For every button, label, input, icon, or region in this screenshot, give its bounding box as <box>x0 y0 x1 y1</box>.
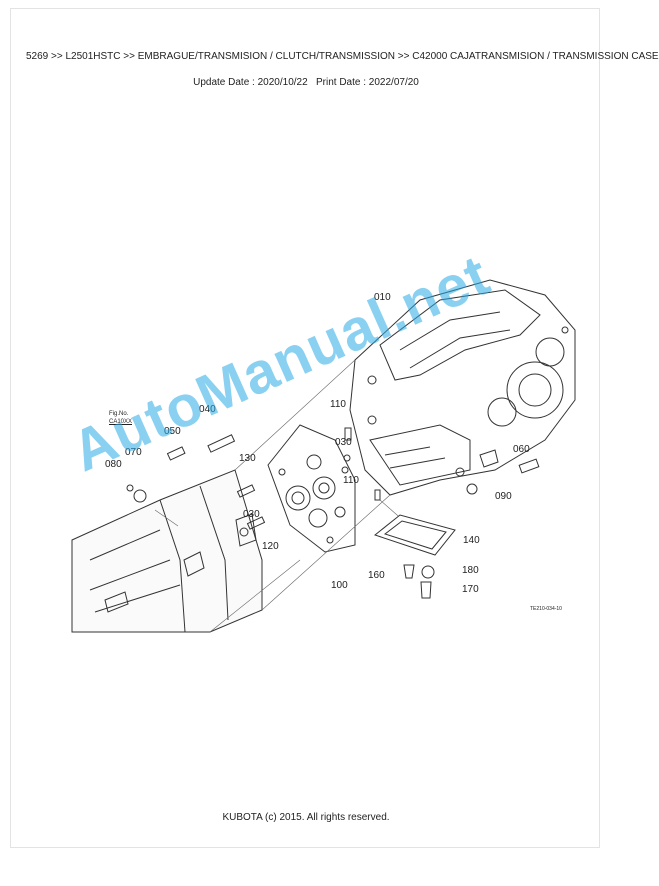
callout-160: 160 <box>368 570 385 581</box>
plug-070-drawing <box>133 489 147 503</box>
footer-copyright: KUBOTA (c) 2015. All rights reserved. <box>222 812 390 823</box>
bolt-120-drawing <box>246 516 266 530</box>
case-cover-drawing <box>267 424 356 553</box>
date-line: Update Date : 2020/10/22 Print Date : 20… <box>0 77 612 88</box>
oil-pan-drawing <box>373 514 456 556</box>
plug-170-drawing <box>420 581 432 599</box>
update-date: Update Date : 2020/10/22 <box>193 77 308 88</box>
bolt-050-drawing <box>166 446 186 461</box>
leader-lines <box>154 359 406 633</box>
bolt-060-drawing <box>518 458 540 474</box>
figure-reference: Fig.No. CA10XX <box>109 410 132 426</box>
transmission-case-drawing <box>349 279 576 496</box>
callout-040: 040 <box>199 404 216 415</box>
pin-030-drawing <box>239 527 249 537</box>
breadcrumb: 5269 >> L2501HSTC >> EMBRAGUE/TRANSMISIO… <box>26 51 659 62</box>
stud-040-drawing <box>207 434 236 453</box>
callout-170: 170 <box>462 584 479 595</box>
plug-090-drawing <box>466 483 478 495</box>
washer-080-drawing <box>126 484 134 492</box>
callout-180: 180 <box>462 565 479 576</box>
callout-010: 010 <box>374 292 391 303</box>
drawing-code: TE210-034-10 <box>530 606 562 612</box>
callout-060: 060 <box>513 444 530 455</box>
callout-050: 050 <box>164 426 181 437</box>
callout-070: 070 <box>125 447 142 458</box>
callout-100: 100 <box>331 580 348 591</box>
callout-030b: 030 <box>243 509 260 520</box>
pin-110-drawing <box>344 427 352 441</box>
callout-140: 140 <box>463 535 480 546</box>
pin-030b-drawing <box>343 454 351 462</box>
drain-160-drawing <box>403 564 415 579</box>
print-date: Print Date : 2022/07/20 <box>316 77 419 88</box>
callout-030: 030 <box>335 437 352 448</box>
callout-110: 110 <box>330 399 346 410</box>
callout-130: 130 <box>239 453 256 464</box>
pin-110b-drawing <box>374 489 381 501</box>
callout-120: 120 <box>262 541 279 552</box>
callout-110b: 110 <box>343 475 359 486</box>
rear-housing-drawing <box>71 469 263 633</box>
callout-080: 080 <box>105 459 122 470</box>
transmission-case-diagram <box>71 279 576 633</box>
figure-reference-label: Fig.No. <box>109 411 129 417</box>
callout-090: 090 <box>495 491 512 502</box>
bolt-130-drawing <box>236 484 256 498</box>
figure-reference-code: CA10XX <box>109 419 133 425</box>
seal-180-drawing <box>421 565 435 579</box>
